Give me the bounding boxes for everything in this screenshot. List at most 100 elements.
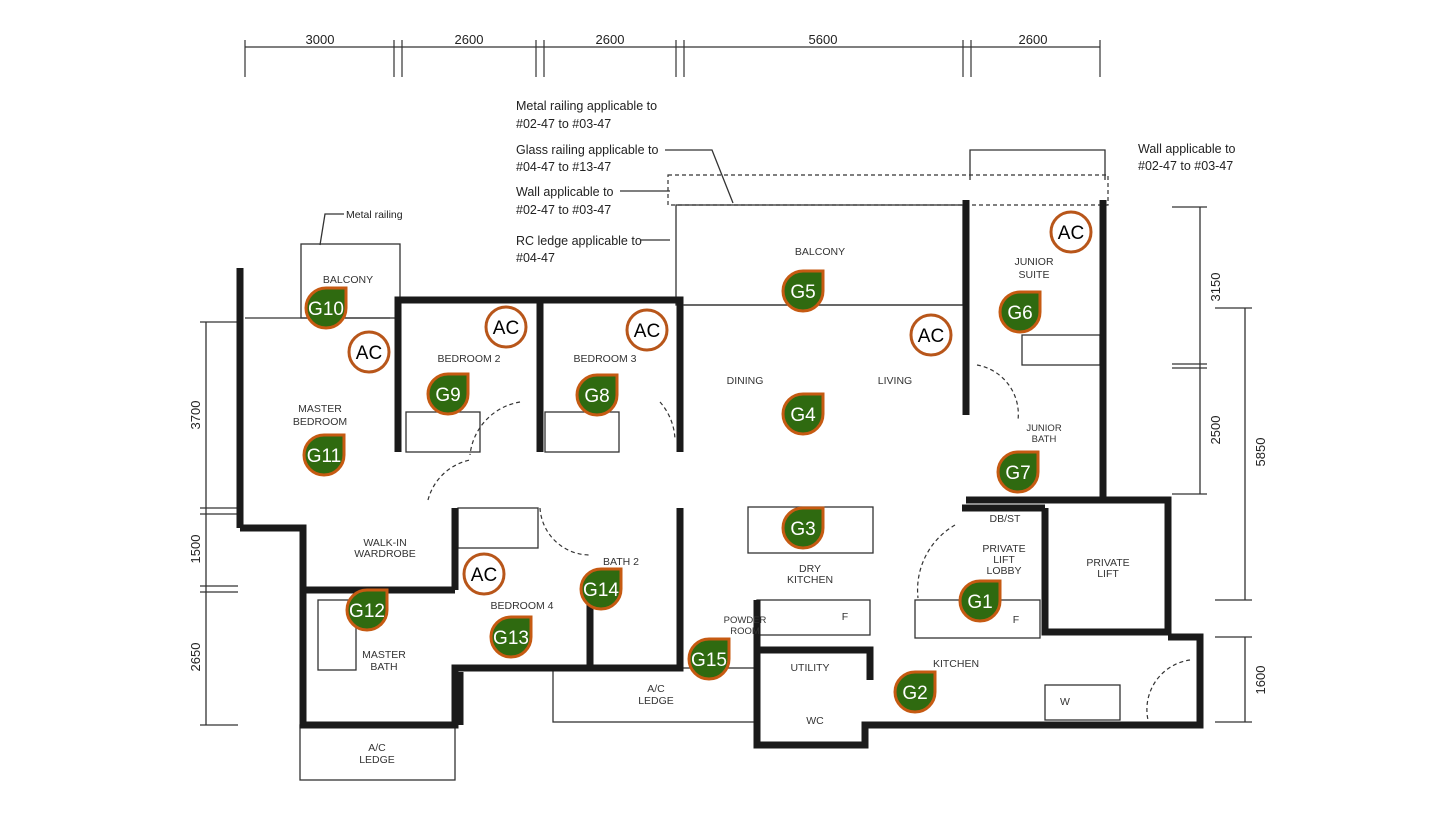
ac-marker[interactable]: AC <box>909 313 953 357</box>
room-label: KITCHEN <box>787 574 833 586</box>
ac-marker[interactable]: AC <box>1049 210 1093 254</box>
marker-g9[interactable]: G9 <box>426 372 470 416</box>
annotation-text: #04-47 to #13-47 <box>516 160 611 174</box>
fridge-label: F <box>1013 614 1019 626</box>
room-label: LIFT <box>1097 568 1119 580</box>
marker-label: G4 <box>790 405 816 426</box>
room-label: LIVING <box>878 375 912 387</box>
marker-g4[interactable]: G4 <box>781 392 825 436</box>
ac-marker[interactable]: AC <box>347 330 391 374</box>
room-label: A/C <box>368 742 386 754</box>
marker-label: G1 <box>967 592 992 613</box>
marker-label: G8 <box>584 386 609 407</box>
annotation-text: RC ledge applicable to <box>516 234 642 248</box>
marker-pin-icon <box>579 567 623 611</box>
room-label: WARDROBE <box>354 548 415 560</box>
room-label: KITCHEN <box>933 658 979 670</box>
annotation-text: Wall applicable to <box>516 185 614 199</box>
dimension-label: 1600 <box>1253 666 1268 695</box>
marker-pin-icon <box>345 588 389 632</box>
annotation-text: #02-47 to #03-47 <box>516 203 611 217</box>
marker-pin-icon <box>575 373 619 417</box>
marker-pin-icon <box>781 269 825 313</box>
room-label: PRIVATE <box>982 543 1025 555</box>
top-dimension-line: 3000 2600 2600 5600 2600 <box>244 32 1101 77</box>
dimension-label: 2500 <box>1208 416 1223 445</box>
marker-g14[interactable]: G14 <box>579 567 623 611</box>
room-label: LEDGE <box>359 754 395 766</box>
marker-g8[interactable]: G8 <box>575 373 619 417</box>
room-label: BEDROOM 3 <box>573 353 636 365</box>
marker-pin-icon <box>781 392 825 436</box>
dimension-label: 5600 <box>809 32 838 47</box>
ac-marker[interactable]: AC <box>625 308 669 352</box>
room-label: BATH <box>1032 434 1057 445</box>
annotation-text: Wall applicable to <box>1138 142 1236 156</box>
marker-pin-icon <box>958 579 1002 623</box>
marker-pin-icon <box>426 372 470 416</box>
room-label: PRIVATE <box>1086 557 1129 569</box>
marker-pin-icon <box>996 450 1040 494</box>
marker-g11[interactable]: G11 <box>302 433 346 477</box>
svg-text:AC: AC <box>1058 223 1084 244</box>
ac-marker[interactable]: AC <box>484 305 528 349</box>
marker-label: G9 <box>435 385 460 406</box>
room-label: MASTER <box>362 649 406 661</box>
marker-label: G5 <box>790 282 815 303</box>
room-label: WALK-IN <box>363 537 406 549</box>
wc-label: WC <box>806 715 824 727</box>
room-label: BEDROOM 4 <box>490 600 553 612</box>
marker-pin-icon <box>893 670 937 714</box>
svg-text:AC: AC <box>634 321 660 342</box>
room-labels: BALCONY MASTER BEDROOM BEDROOM 2 BEDROOM… <box>293 246 1130 766</box>
annotation-text: Glass railing applicable to <box>516 143 658 157</box>
marker-pin-icon <box>489 615 533 659</box>
marker-g5[interactable]: G5 <box>781 269 825 313</box>
marker-g6[interactable]: G6 <box>998 290 1042 334</box>
room-label: SUITE <box>1019 269 1050 281</box>
fridge-label: F <box>842 611 848 623</box>
room-label: DRY <box>799 563 821 575</box>
room-label: LEDGE <box>638 695 674 707</box>
dimension-label: 2600 <box>596 32 625 47</box>
marker-label: G13 <box>493 628 529 649</box>
ac-markers: AC AC AC AC AC AC <box>347 210 1093 596</box>
walls <box>236 200 1204 749</box>
marker-label: G12 <box>349 601 385 622</box>
marker-g15[interactable]: G15 <box>687 637 731 681</box>
svg-text:AC: AC <box>918 326 944 347</box>
room-label: LIFT <box>993 554 1015 566</box>
marker-label: G2 <box>902 683 927 704</box>
dimension-label: 3700 <box>188 401 203 430</box>
annotation-text: Metal railing <box>346 209 403 221</box>
room-label: DINING <box>727 375 764 387</box>
room-label: POWDER <box>724 615 767 626</box>
marker-g10[interactable]: G10 <box>304 286 348 330</box>
room-label: BATH 2 <box>603 556 639 568</box>
room-label: DB/ST <box>990 513 1022 525</box>
annotations: Metal railing applicable to #02-47 to #0… <box>319 99 1236 265</box>
room-label: BATH <box>370 661 397 673</box>
room-label: JUNIOR <box>1026 423 1062 434</box>
marker-g2[interactable]: G2 <box>893 670 937 714</box>
marker-g1[interactable]: G1 <box>958 579 1002 623</box>
room-label: BALCONY <box>323 274 373 286</box>
room-label: ROOM <box>730 626 760 637</box>
washer-label: W <box>1060 696 1070 708</box>
room-label: BALCONY <box>795 246 845 258</box>
room-label: BEDROOM 2 <box>437 353 500 365</box>
marker-label: G15 <box>691 650 727 671</box>
marker-g12[interactable]: G12 <box>345 588 389 632</box>
marker-g13[interactable]: G13 <box>489 615 533 659</box>
marker-pin-icon <box>304 286 348 330</box>
marker-g3[interactable]: G3 <box>781 506 825 550</box>
annotation-text: #02-47 to #03-47 <box>1138 159 1233 173</box>
marker-g7[interactable]: G7 <box>996 450 1040 494</box>
dimension-label: 2600 <box>1019 32 1048 47</box>
ac-marker[interactable]: AC <box>462 552 506 596</box>
marker-pin-icon <box>687 637 731 681</box>
marker-label: G14 <box>583 580 619 601</box>
dimension-label: 5850 <box>1253 438 1268 467</box>
